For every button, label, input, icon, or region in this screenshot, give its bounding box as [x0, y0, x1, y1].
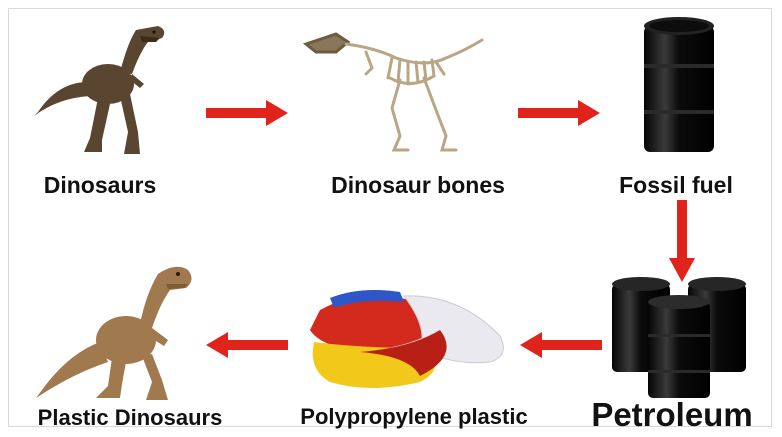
label-dinosaurs: Dinosaurs: [44, 172, 156, 199]
oil-barrel-image: [634, 12, 724, 162]
arrow-fossil-fuel-to-petroleum: [669, 200, 695, 282]
dinosaur-image: [28, 12, 178, 162]
label-plastic-dinosaurs: Plastic Dinosaurs: [38, 405, 223, 431]
arrow-dinosaurs-to-bones: [206, 100, 288, 126]
plastic-pellets-image: [300, 286, 520, 396]
dinosaur-skeleton-image: [296, 18, 486, 158]
plastic-dinosaur-image: [28, 258, 208, 408]
arrow-plastic-to-plastic-dinosaurs: [206, 332, 288, 358]
arrow-petroleum-to-plastic: [520, 332, 602, 358]
oil-barrels-image: [606, 276, 756, 400]
label-dinosaur-bones: Dinosaur bones: [331, 172, 505, 199]
label-fossil-fuel: Fossil fuel: [619, 172, 733, 199]
label-petroleum: Petroleum: [591, 396, 752, 434]
label-polypropylene-plastic: Polypropylene plastic: [300, 404, 527, 430]
arrow-bones-to-fossil-fuel: [518, 100, 600, 126]
